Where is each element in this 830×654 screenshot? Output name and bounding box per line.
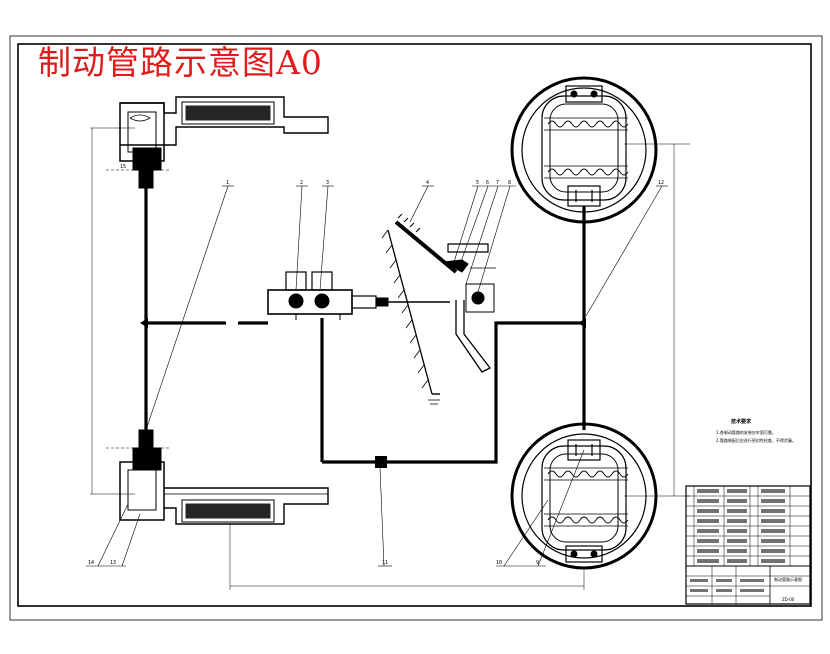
drawing-title: 制动管路示意图A0 xyxy=(38,43,323,82)
part-label-2: 2 xyxy=(300,180,304,186)
brake-line-tees xyxy=(140,318,586,468)
top-left-wheel-cylinder xyxy=(90,96,329,189)
balloon-underlines xyxy=(86,185,668,567)
part-label-9: 9 xyxy=(536,560,540,566)
dimension-lines xyxy=(91,128,690,590)
bottom-left-wheel-cylinder xyxy=(90,429,329,525)
technical-requirements-title: 技术要求 xyxy=(731,419,752,425)
inner-frame xyxy=(17,43,812,607)
brake-pedal-assembly xyxy=(381,213,496,405)
technical-requirement-1: 1.各制动管路的安装应牢固可靠。 xyxy=(716,430,776,435)
leader-lines xyxy=(97,185,663,567)
part-label-6: 6 xyxy=(486,180,490,186)
part-label-15: 15 xyxy=(120,164,127,170)
part-label-12: 12 xyxy=(658,180,665,186)
title-block-drawing-number: ZD-00 xyxy=(782,597,795,602)
part-label-8: 8 xyxy=(508,180,512,186)
part-label-3: 3 xyxy=(326,180,330,186)
technical-requirement-2: 2.管路装配后应进行密封性检查，不得泄漏。 xyxy=(716,438,796,443)
title-block-fill xyxy=(690,489,785,592)
title-block-grid xyxy=(685,485,811,605)
part-label-11: 11 xyxy=(382,560,389,566)
part-label-1: 1 xyxy=(226,180,230,186)
part-label-13: 13 xyxy=(110,560,117,566)
part-label-4: 4 xyxy=(426,180,430,186)
top-right-drum-brake xyxy=(510,76,658,224)
part-label-14: 14 xyxy=(88,560,95,566)
part-label-5: 5 xyxy=(476,180,480,186)
outer-frame xyxy=(9,35,823,621)
part-label-10: 10 xyxy=(496,560,503,566)
master-cylinder xyxy=(267,271,450,320)
title-block-drawing-name: 制动管路示意图 xyxy=(774,577,802,582)
part-label-7: 7 xyxy=(496,180,500,186)
brake-lines xyxy=(144,188,586,464)
